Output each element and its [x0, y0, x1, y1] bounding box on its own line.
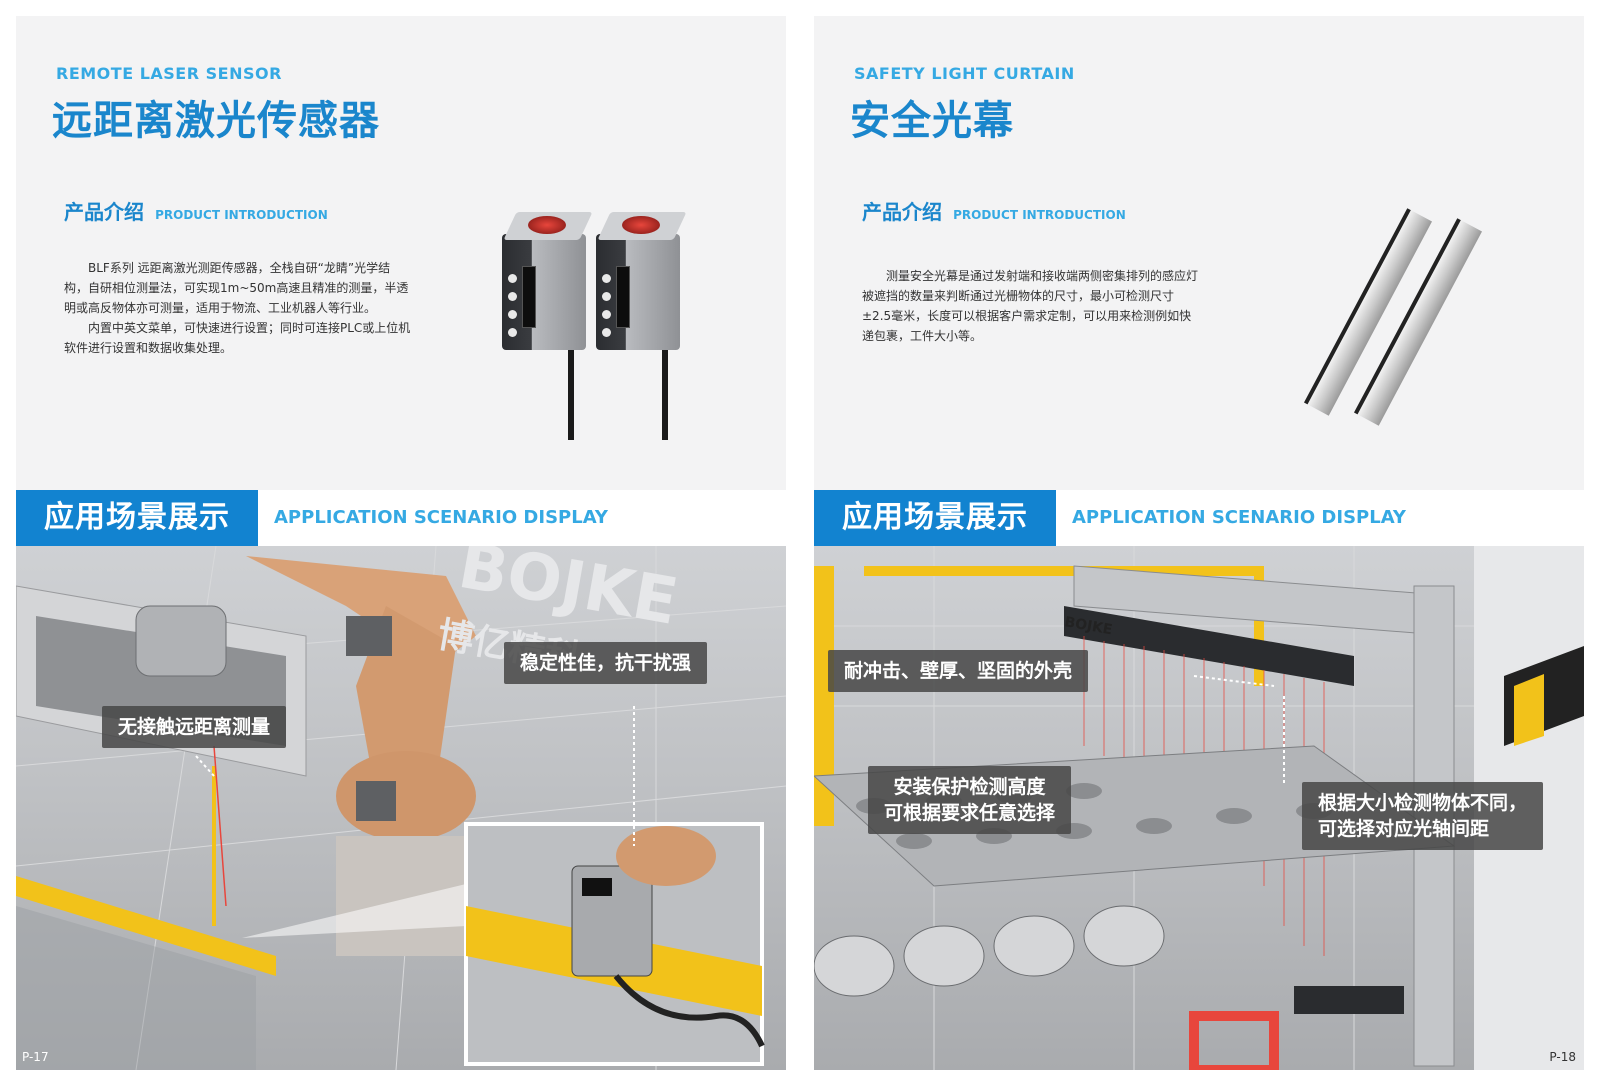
- intro-heading-cn: 产品介绍: [64, 200, 144, 224]
- intro-body: BLF系列 远距离激光测距传感器，全栈自研“龙睛”光学结构，自研相位测量法，可实…: [64, 258, 414, 358]
- laser-sensor-product-image: [502, 212, 702, 452]
- page-left: REMOTE LASER SENSOR 远距离激光传感器 产品介绍 PRODUC…: [16, 16, 786, 1070]
- callout-rugged-housing: 耐冲击、壁厚、坚固的外壳: [828, 650, 1089, 692]
- callout-contactless-measurement: 无接触远距离测量: [102, 706, 287, 748]
- intro-heading-cn: 产品介绍: [862, 200, 942, 224]
- laser-sensor-unit: [596, 212, 687, 350]
- page-number: P-17: [22, 1050, 49, 1064]
- callout-beam-spacing: 根据大小检测物体不同， 可选择对应光轴间距: [1302, 782, 1544, 850]
- application-label-en: APPLICATION SCENARIO DISPLAY: [1072, 507, 1406, 528]
- application-label-cn: 应用场景展示: [814, 490, 1056, 546]
- intro-paragraph: 内置中英文菜单，可快速进行设置；同时可连接PLC或上位机软件进行设置和数据收集处…: [64, 321, 411, 355]
- intro-heading: 产品介绍 PRODUCT INTRODUCTION: [862, 196, 1126, 225]
- callout-stability: 稳定性佳，抗干扰强: [504, 642, 708, 684]
- intro-paragraph: BLF系列 远距离激光测距传感器，全栈自研“龙睛”光学结构，自研相位测量法，可实…: [64, 261, 409, 315]
- intro-heading-en: PRODUCT INTRODUCTION: [953, 208, 1126, 222]
- page-title: 远距离激光传感器: [52, 98, 380, 144]
- application-header: 应用场景展示 APPLICATION SCENARIO DISPLAY: [814, 490, 1584, 546]
- intro-body: 测量安全光幕是通过发射端和接收端两侧密集排列的感应灯被遮挡的数量来判断通过光栅物…: [862, 266, 1202, 346]
- callout-install-height: 安装保护检测高度 可根据要求任意选择: [868, 766, 1072, 834]
- eyebrow-en: REMOTE LASER SENSOR: [56, 64, 282, 83]
- eyebrow-en: SAFETY LIGHT CURTAIN: [854, 64, 1075, 83]
- robot-scene-illustration: BOJKE 博亿精科: [16, 546, 786, 1070]
- intro-paragraph: 测量安全光幕是通过发射端和接收端两侧密集排列的感应灯被遮挡的数量来判断通过光栅物…: [862, 269, 1199, 343]
- intro-heading: 产品介绍 PRODUCT INTRODUCTION: [64, 196, 328, 225]
- intro-heading-en: PRODUCT INTRODUCTION: [155, 208, 328, 222]
- application-scene-image: BOJKE 博亿精科 稳定性佳，抗干扰强 无接触远距离测量 P-17: [16, 546, 786, 1070]
- application-header: 应用场景展示 APPLICATION SCENARIO DISPLAY: [16, 490, 786, 546]
- light-curtain-product-image: [1284, 208, 1524, 426]
- application-label-cn: 应用场景展示: [16, 490, 258, 546]
- page-number: P-18: [1549, 1050, 1576, 1064]
- application-scene-image: BOJKE 耐冲击、壁厚、坚固的外壳 安装保护检测高度 可根据要求任意选择 根据…: [814, 546, 1584, 1070]
- laser-sensor-unit: [502, 212, 593, 350]
- page-right: SAFETY LIGHT CURTAIN 安全光幕 产品介绍 PRODUCT I…: [814, 16, 1584, 1070]
- application-label-en: APPLICATION SCENARIO DISPLAY: [274, 507, 608, 528]
- page-title: 安全光幕: [850, 98, 1014, 144]
